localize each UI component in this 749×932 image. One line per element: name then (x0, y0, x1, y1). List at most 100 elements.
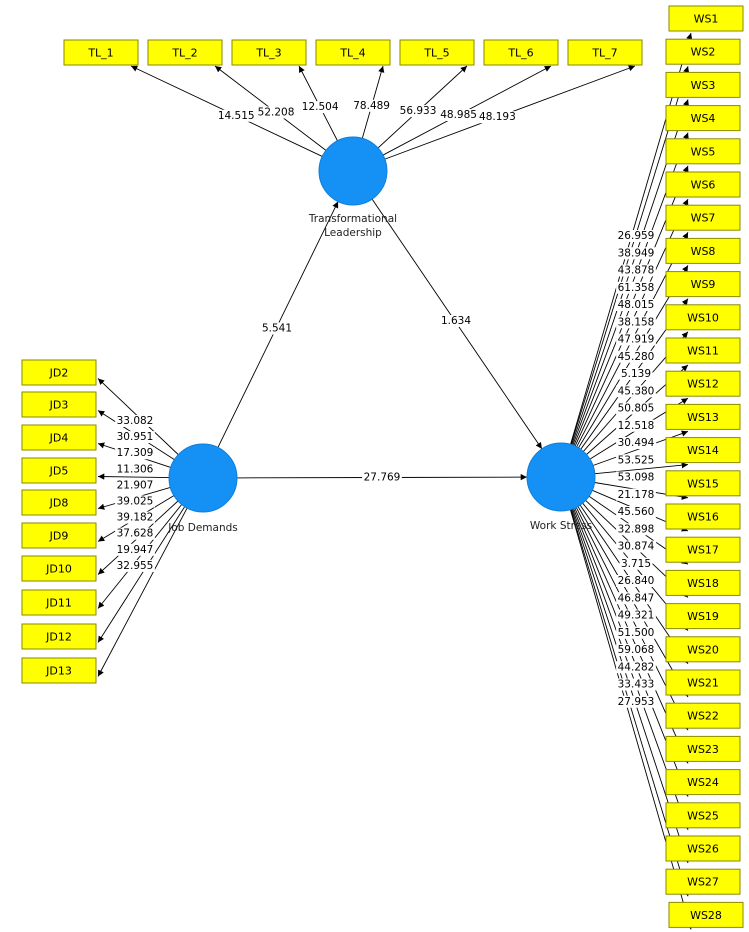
indicator-label: JD9 (49, 530, 69, 543)
indicator-ws24[interactable]: WS24 (665, 769, 741, 796)
loading-value-ws5-text: 48.015 (618, 299, 655, 311)
loading-value-jd10-text: 39.182 (117, 512, 154, 524)
indicator-box (21, 555, 97, 582)
indicator-box (399, 39, 475, 66)
indicator-box (665, 802, 741, 829)
indicator-ws1[interactable]: WS1 (668, 5, 744, 32)
indicator-label: WS2 (691, 46, 716, 59)
indicator-ws11[interactable]: WS11 (665, 337, 741, 364)
indicator-jd2[interactable]: JD2 (21, 359, 97, 386)
indicator-box (665, 735, 741, 762)
indicator-tl-3[interactable]: TL_3 (231, 39, 307, 66)
indicator-tl-7[interactable]: TL_7 (567, 39, 643, 66)
loading-value-jd13: 32.955 (115, 559, 155, 572)
indicator-jd8[interactable]: JD8 (21, 489, 97, 516)
indicator-tl-5[interactable]: TL_5 (399, 39, 475, 66)
indicator-box (665, 603, 741, 630)
loading-value-ws4-text: 61.358 (618, 282, 655, 294)
indicator-ws19[interactable]: WS19 (665, 603, 741, 630)
indicator-jd5[interactable]: JD5 (21, 457, 97, 484)
indicator-jd9[interactable]: JD9 (21, 522, 97, 549)
indicator-label: WS23 (687, 743, 719, 756)
path-value-jd-ws: 27.769 (362, 471, 402, 484)
indicator-box (567, 39, 643, 66)
loading-value-ws19: 30.874 (616, 540, 657, 553)
indicator-label: TL_4 (339, 47, 365, 60)
indicator-ws20[interactable]: WS20 (665, 636, 741, 663)
latent-circle (168, 443, 238, 513)
loading-value-jd9-text: 39.025 (117, 496, 154, 508)
loading-value-jd3: 30.951 (115, 431, 155, 444)
indicator-tl-2[interactable]: TL_2 (147, 39, 223, 66)
indicator-tl-6[interactable]: TL_6 (483, 39, 559, 66)
indicator-jd13[interactable]: JD13 (21, 657, 97, 684)
indicator-jd10[interactable]: JD10 (21, 555, 97, 582)
indicator-tl-4[interactable]: TL_4 (315, 39, 391, 66)
indicator-box (665, 38, 741, 65)
indicator-ws10[interactable]: WS10 (665, 304, 741, 331)
indicator-ws4[interactable]: WS4 (665, 105, 741, 132)
indicator-ws6[interactable]: WS6 (665, 171, 741, 198)
indicator-ws18[interactable]: WS18 (665, 569, 741, 596)
loading-value-ws26: 44.282 (616, 661, 656, 674)
loading-value-ws27-text: 33.433 (618, 679, 655, 691)
indicator-ws26[interactable]: WS26 (665, 835, 741, 862)
indicator-label: JD12 (45, 631, 72, 644)
loading-value-ws7: 47.919 (616, 333, 656, 346)
loading-value-ws9: 5.139 (619, 368, 653, 380)
loading-value-ws3-text: 43.878 (618, 265, 655, 277)
loading-value-ws15: 53.098 (616, 471, 656, 484)
indicator-label: WS5 (691, 145, 716, 158)
indicator-box (665, 569, 741, 596)
latent-ws[interactable]: Work Stress (526, 442, 596, 532)
indicator-ws28[interactable]: WS28 (668, 901, 744, 928)
indicator-ws3[interactable]: WS3 (665, 71, 741, 98)
indicator-ws27[interactable]: WS27 (665, 868, 741, 895)
loading-value-ws23-text: 49.321 (618, 610, 655, 622)
indicator-jd3[interactable]: JD3 (21, 391, 97, 418)
indicator-jd12[interactable]: JD12 (21, 623, 97, 650)
indicator-ws5[interactable]: WS5 (665, 138, 741, 165)
indicator-label: JD2 (49, 367, 69, 380)
loading-arrow-jd12 (97, 506, 186, 643)
indicator-ws13[interactable]: WS13 (665, 403, 741, 430)
indicator-label: WS12 (687, 378, 719, 391)
indicator-label: WS6 (691, 179, 716, 192)
indicator-ws23[interactable]: WS23 (665, 735, 741, 762)
indicator-label: TL_6 (507, 47, 533, 60)
indicator-box (665, 370, 741, 397)
loading-value-tl-2-text: 52.208 (258, 106, 295, 118)
latent-jd[interactable]: Job Demands (167, 443, 238, 534)
indicator-ws12[interactable]: WS12 (665, 370, 741, 397)
indicator-tl-1[interactable]: TL_1 (63, 39, 139, 66)
indicator-box (21, 424, 97, 451)
indicator-ws8[interactable]: WS8 (665, 237, 741, 264)
indicator-box (665, 71, 741, 98)
indicator-box (665, 204, 741, 231)
indicator-box (21, 489, 97, 516)
indicator-ws16[interactable]: WS16 (665, 503, 741, 530)
indicator-ws15[interactable]: WS15 (665, 470, 741, 497)
loading-arrow-jd13 (97, 507, 188, 677)
loading-value-tl-1-text: 14.515 (218, 110, 255, 122)
indicator-ws21[interactable]: WS21 (665, 669, 741, 696)
loading-value-ws23: 49.321 (616, 609, 656, 622)
latent-label: Transformational (308, 213, 397, 225)
indicator-label: WS14 (687, 444, 719, 457)
loading-value-tl-6-text: 48.985 (440, 109, 477, 121)
indicator-ws25[interactable]: WS25 (665, 802, 741, 829)
indicator-ws7[interactable]: WS7 (665, 204, 741, 231)
indicator-ws14[interactable]: WS14 (665, 437, 741, 464)
loading-value-jd8: 21.907 (115, 479, 155, 492)
indicator-jd4[interactable]: JD4 (21, 424, 97, 451)
indicator-ws17[interactable]: WS17 (665, 536, 741, 563)
indicator-ws22[interactable]: WS22 (665, 702, 741, 729)
indicator-box (665, 138, 741, 165)
loading-value-ws25: 59.068 (616, 644, 656, 656)
indicator-ws9[interactable]: WS9 (665, 271, 741, 298)
loading-value-ws2: 38.949 (616, 247, 656, 260)
indicator-box (665, 470, 741, 497)
indicator-jd11[interactable]: JD11 (21, 589, 97, 616)
indicator-ws2[interactable]: WS2 (665, 38, 741, 65)
